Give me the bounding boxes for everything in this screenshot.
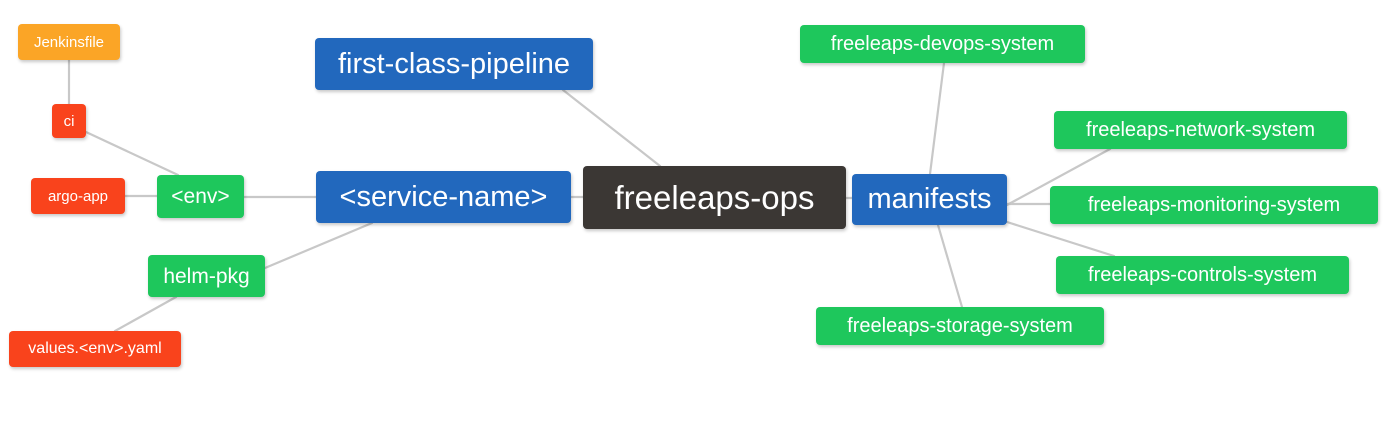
mindmap-node-label: manifests — [867, 183, 992, 215]
mindmap-node-freeleaps-network-system[interactable]: freeleaps-network-system — [1054, 111, 1347, 149]
mindmap-node-label: freeleaps-monitoring-system — [1087, 194, 1341, 216]
mindmap-edge — [1005, 220, 1116, 258]
mindmap-node-argo-app[interactable]: argo-app — [31, 178, 125, 214]
mindmap-node-ci[interactable]: ci — [52, 104, 86, 138]
mindmap-node-freeleaps-devops-system[interactable]: freeleaps-devops-system — [800, 25, 1085, 63]
mindmap-node-service-name[interactable]: <service-name> — [316, 171, 571, 223]
mindmap-node-label: freeleaps-controls-system — [1088, 264, 1317, 286]
mindmap-edge — [84, 130, 180, 177]
mindmap-node-label: <env> — [171, 185, 230, 208]
mindmap-node-env[interactable]: <env> — [157, 175, 244, 218]
mindmap-edge — [928, 61, 946, 176]
mindmap-node-freeleaps-ops[interactable]: freeleaps-ops — [583, 166, 846, 229]
mindmap-edge — [936, 223, 964, 309]
mindmap-edge — [263, 221, 374, 270]
mindmap-node-label: Jenkinsfile — [33, 33, 105, 51]
mindmap-edge — [561, 88, 662, 168]
mindmap-node-label: helm-pkg — [163, 264, 250, 288]
mindmap-node-freeleaps-storage-system[interactable]: freeleaps-storage-system — [816, 307, 1104, 345]
mindmap-node-freeleaps-controls-system[interactable]: freeleaps-controls-system — [1056, 256, 1349, 294]
mindmap-edge — [113, 295, 178, 333]
mindmap-node-values-env-yaml[interactable]: values.<env>.yaml — [9, 331, 181, 367]
mindmap-node-jenkinsfile[interactable]: Jenkinsfile — [18, 24, 120, 60]
mindmap-node-label: freeleaps-storage-system — [847, 315, 1073, 337]
mindmap-node-label: <service-name> — [339, 180, 548, 213]
mindmap-node-label: argo-app — [47, 187, 109, 205]
mindmap-node-label: freeleaps-ops — [614, 179, 815, 216]
mindmap-node-label: freeleaps-devops-system — [830, 33, 1055, 55]
mindmap-node-label: freeleaps-network-system — [1086, 119, 1315, 141]
mindmap-node-helm-pkg[interactable]: helm-pkg — [148, 255, 265, 297]
mindmap-node-label: values.<env>.yaml — [28, 340, 162, 357]
mindmap-node-first-class-pipeline[interactable]: first-class-pipeline — [315, 38, 593, 90]
mindmap-node-freeleaps-monitoring-system[interactable]: freeleaps-monitoring-system — [1050, 186, 1378, 224]
mindmap-node-manifests[interactable]: manifests — [852, 174, 1007, 225]
mindmap-node-label: ci — [63, 112, 75, 130]
mindmap-node-label: first-class-pipeline — [337, 47, 571, 80]
